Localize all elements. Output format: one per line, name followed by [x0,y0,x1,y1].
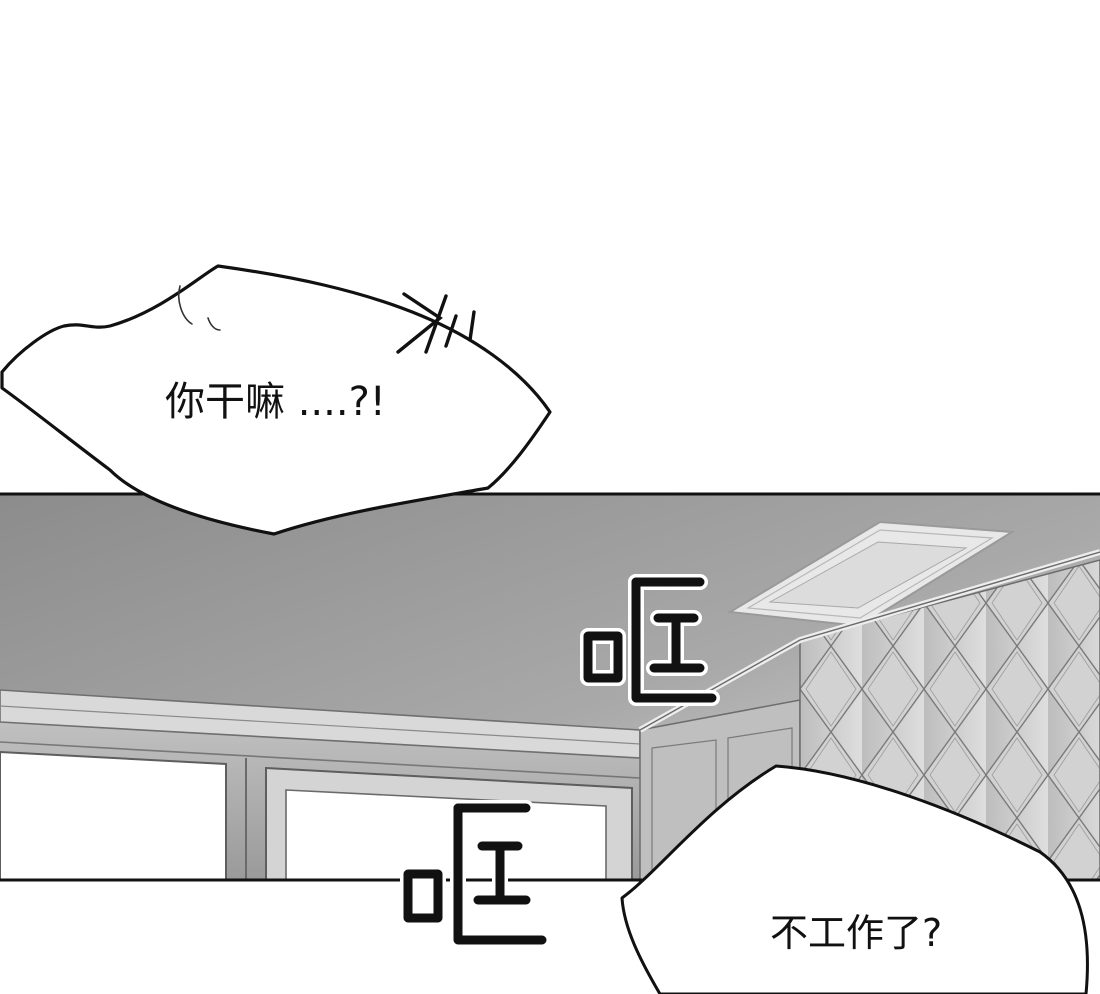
emphasis-strokes [396,292,476,354]
sweat-marks [177,285,221,331]
speech-bubble-bottom [620,764,1089,994]
speech-bubble-top [0,264,552,536]
dialogue-top: 你干嘛 ....?! [165,379,386,425]
sfx-knock-upper [580,574,720,706]
ceiling-vent [726,520,1016,628]
dialogue-bottom: 不工作了? [770,911,943,955]
room-background [0,494,1100,880]
sfx-knock-lower [400,800,550,948]
